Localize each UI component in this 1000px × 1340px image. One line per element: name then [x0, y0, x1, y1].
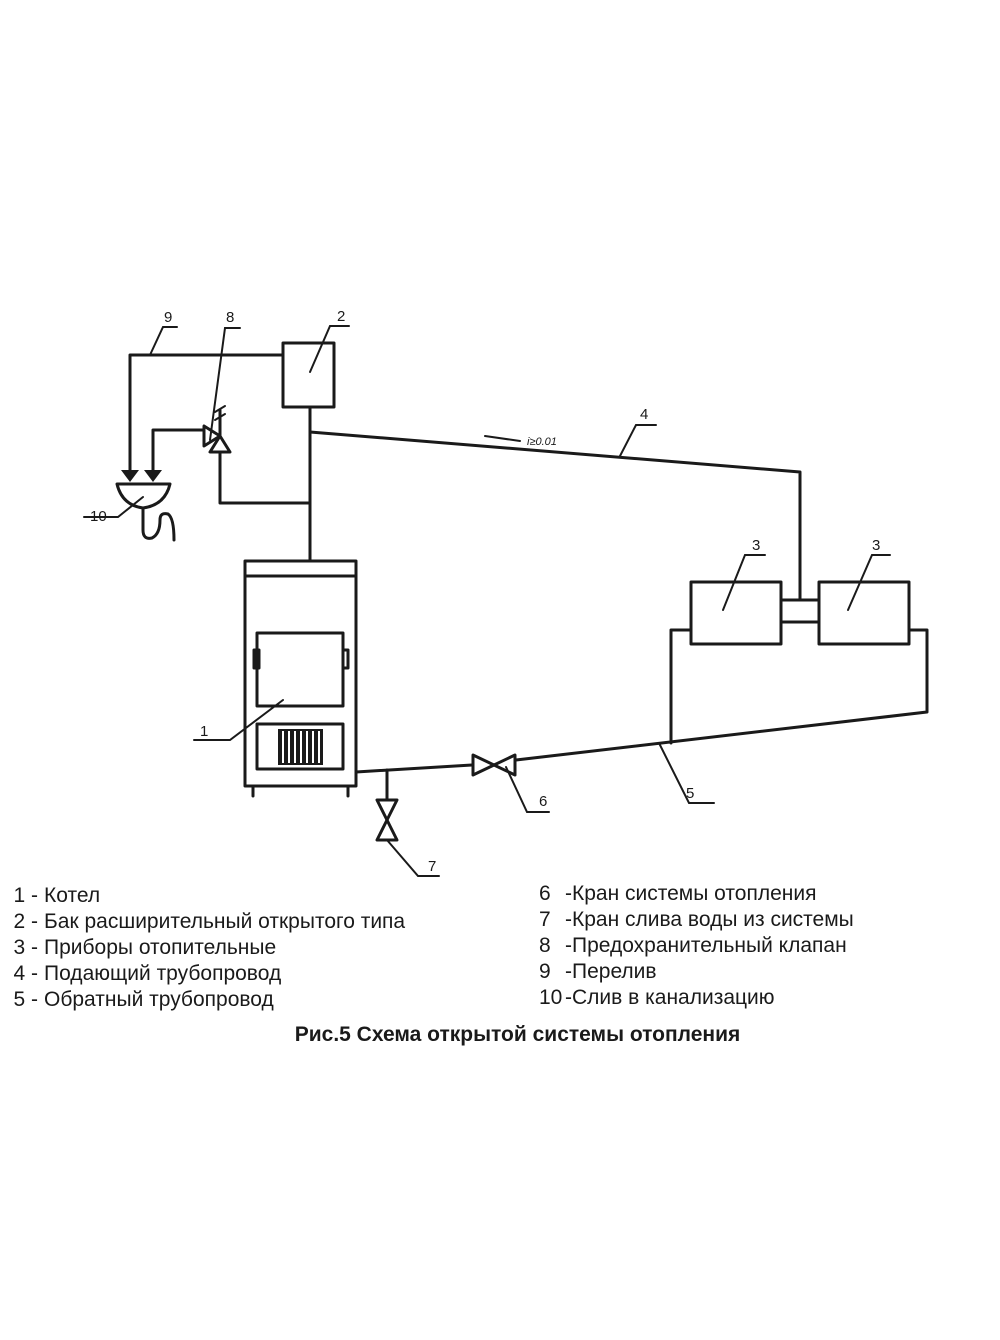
legend-number: 4 -: [13, 962, 38, 985]
legend-text: -Кран слива воды из системы: [565, 908, 854, 931]
safety-valve-pipe: [218, 405, 312, 505]
overflow-pipe: [128, 353, 285, 477]
boiler: [243, 559, 358, 798]
heating-system-valve: [471, 753, 517, 777]
leader-7: [386, 839, 440, 877]
safety-valve: [202, 405, 232, 454]
leader-1: [193, 699, 284, 741]
leader-3a: [722, 554, 766, 611]
callout-7: 7: [428, 858, 436, 875]
legend-left: 1 - Котел 2 - Бак расширительный открытого…: [0, 883, 405, 1013]
leader-8: [209, 327, 241, 441]
legend-number: 2 -: [13, 910, 38, 933]
callout-10: 10: [90, 508, 107, 525]
legend-text: Приборы отопительные: [44, 936, 277, 959]
legend-item: 2 - Бак расширительный открытого типа: [0, 909, 405, 935]
callout-8: 8: [226, 309, 234, 326]
legend-text: -Кран системы отопления: [565, 882, 817, 905]
legend-right: 6 -Кран системы отопления 7 -Кран слива во…: [539, 881, 854, 1011]
legend-text: Котел: [44, 884, 101, 907]
leader-6: [505, 766, 550, 813]
slope-note: i≥0.01: [527, 436, 557, 448]
legend-number: 9: [539, 960, 551, 983]
callout-1: 1: [200, 723, 208, 740]
legend-number: 1 -: [13, 884, 38, 907]
callout-3b: 3: [872, 537, 880, 554]
expansion-tank: [281, 341, 336, 409]
legend-text: Обратный трубопровод: [44, 988, 274, 1011]
leader-5: [658, 742, 715, 804]
safety-valve-drain-pipe: [151, 428, 206, 477]
legend-number: 10: [539, 986, 563, 1009]
safety-drain-arrow: [144, 470, 162, 482]
legend-item: 4 - Подающий трубопровод: [0, 961, 405, 987]
legend-item: 5 - Обратный трубопровод: [0, 987, 405, 1013]
legend-item: 6 -Кран системы отопления: [539, 881, 854, 907]
legend-number: 5 -: [13, 988, 38, 1011]
callout-9: 9: [164, 309, 172, 326]
callout-5: 5: [686, 785, 694, 802]
slope-arrow: [484, 435, 521, 442]
leader-10: [83, 496, 144, 518]
legend-item: 3 - Приборы отопительные: [0, 935, 405, 961]
leader-4: [619, 424, 657, 457]
legend-number: 6: [539, 882, 551, 905]
return-pipe: [354, 628, 929, 774]
legend-text: Бак расширительный открытого типа: [44, 910, 406, 933]
legend-number: 7: [539, 908, 551, 931]
legend-number: 3 -: [13, 936, 38, 959]
legend-text: -Слив в канализацию: [565, 986, 775, 1009]
leader-3b: [847, 554, 891, 611]
legend-text: Подающий трубопровод: [44, 962, 282, 985]
callout-3a: 3: [752, 537, 760, 554]
legend-item: 8 -Предохранительный клапан: [539, 933, 854, 959]
radiator-left: [689, 580, 783, 646]
supply-pipe: [308, 430, 802, 602]
radiator-connector: [779, 598, 821, 624]
sewer-drain-funnel: [115, 482, 176, 542]
callout-6: 6: [539, 793, 547, 810]
drain-valve: [375, 798, 399, 842]
callout-4: 4: [640, 406, 648, 423]
leader-2: [309, 325, 350, 373]
radiator-right: [817, 580, 911, 646]
leader-9: [149, 326, 178, 356]
overflow-arrow: [121, 470, 139, 482]
legend-item: 1 - Котел: [0, 883, 405, 909]
callout-2: 2: [337, 308, 345, 325]
legend-item: 7 -Кран слива воды из системы: [539, 907, 854, 933]
legend-item: 10-Слив в канализацию: [539, 985, 854, 1011]
legend-text: -Перелив: [565, 960, 657, 983]
legend-number: 8: [539, 934, 551, 957]
legend-item: 9 -Перелив: [539, 959, 854, 985]
figure-caption: Рис.5 Схема открытой системы отопления: [294, 1023, 741, 1046]
legend-text: -Предохранительный клапан: [565, 934, 847, 957]
